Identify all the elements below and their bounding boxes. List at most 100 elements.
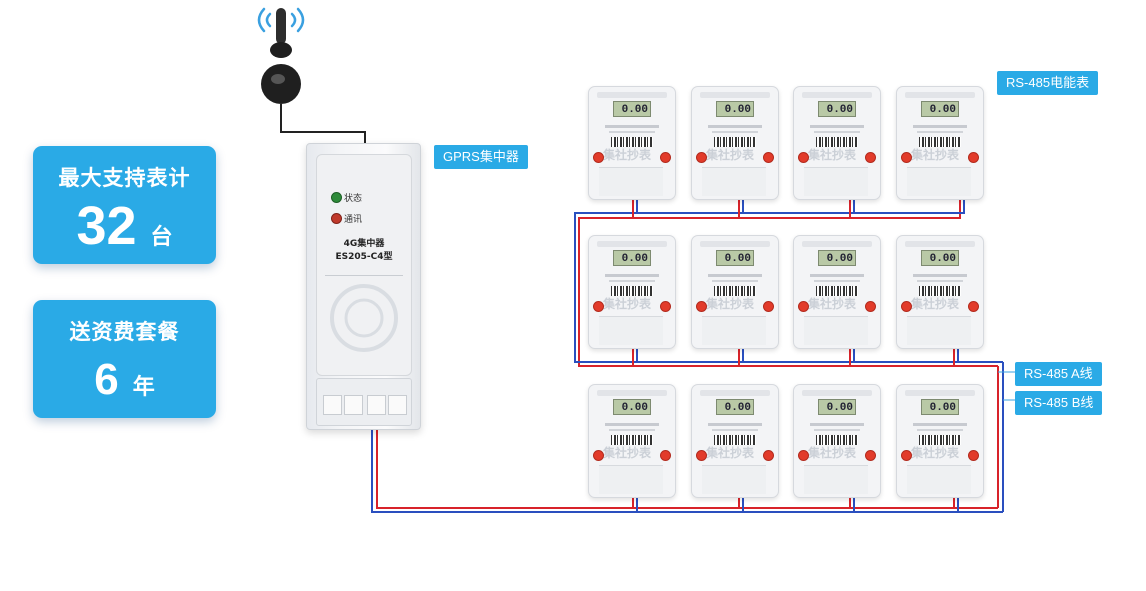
- signal-icon: [257, 7, 305, 33]
- stat-unit: 年: [132, 375, 155, 400]
- meter-info: [605, 423, 659, 426]
- barcode-icon: [919, 435, 961, 445]
- meter-display: 0.00: [818, 101, 856, 117]
- meter-info: [609, 280, 655, 282]
- meter-info: [605, 274, 659, 277]
- red-indicator-icon: [968, 152, 979, 163]
- meter-info: [917, 280, 963, 282]
- meter-info: [917, 429, 963, 431]
- meter-header: [700, 241, 770, 247]
- meter-base: [702, 316, 766, 345]
- red-indicator-icon: [968, 301, 979, 312]
- meter-watermark: 集社抄表: [911, 297, 960, 311]
- meter-display: 0.00: [716, 101, 754, 117]
- meter-display: 0.00: [716, 399, 754, 415]
- meter-info: [708, 423, 762, 426]
- meter-info: [810, 125, 864, 128]
- meter-header: [802, 390, 872, 396]
- concentrator-model: ES205-C4型: [335, 252, 393, 262]
- logo-icon: [330, 284, 398, 352]
- red-indicator-icon: [798, 301, 809, 312]
- electric-meter: 0.00 集社抄表: [793, 384, 881, 498]
- barcode-icon: [919, 286, 961, 296]
- stat-value-row: 32 台: [33, 196, 216, 269]
- barcode-icon: [714, 137, 756, 147]
- meter-base: [599, 316, 663, 345]
- meter-info: [913, 423, 967, 426]
- red-indicator-icon: [865, 152, 876, 163]
- red-indicator-icon: [696, 152, 707, 163]
- meter-display: 0.00: [818, 399, 856, 415]
- stat-unit: 台: [150, 225, 173, 250]
- red-indicator-icon: [660, 301, 671, 312]
- red-indicator-icon: [763, 450, 774, 461]
- barcode-icon: [714, 286, 756, 296]
- led-label-comm: 通讯: [344, 215, 363, 225]
- meter-watermark: 集社抄表: [603, 297, 652, 311]
- meter-header: [905, 92, 975, 98]
- meter-info: [913, 125, 967, 128]
- red-indicator-icon: [593, 301, 604, 312]
- meter-info: [814, 280, 860, 282]
- meter-watermark: 集社抄表: [603, 148, 652, 162]
- terminal: [388, 395, 407, 415]
- line-a-label: RS-485 A线: [1015, 362, 1102, 386]
- meter-watermark: 集社抄表: [808, 446, 857, 460]
- red-indicator-icon: [798, 152, 809, 163]
- stat-value: 6: [94, 355, 119, 404]
- meter-info: [712, 280, 758, 282]
- meter-info: [708, 125, 762, 128]
- meter-base: [702, 167, 766, 196]
- barcode-icon: [611, 435, 653, 445]
- barcode-icon: [816, 435, 858, 445]
- terminal: [367, 395, 386, 415]
- meter-base: [804, 316, 868, 345]
- barcode-icon: [816, 286, 858, 296]
- stat-value: 32: [76, 196, 137, 256]
- meter-info: [708, 274, 762, 277]
- led-label-status: 状态: [344, 194, 363, 204]
- meter-base: [702, 465, 766, 494]
- barcode-icon: [714, 435, 756, 445]
- meter-base: [907, 167, 971, 196]
- barcode-icon: [611, 137, 653, 147]
- meter-info: [913, 274, 967, 277]
- meter-info: [605, 125, 659, 128]
- red-indicator-icon: [696, 450, 707, 461]
- red-indicator-icon: [696, 301, 707, 312]
- red-indicator-icon: [901, 450, 912, 461]
- barcode-icon: [816, 137, 858, 147]
- meter-header: [802, 241, 872, 247]
- meter-base: [907, 316, 971, 345]
- meter-display: 0.00: [921, 399, 959, 415]
- meter-info: [814, 131, 860, 133]
- meter-base: [804, 465, 868, 494]
- meter-header: [597, 390, 667, 396]
- meter-watermark: 集社抄表: [911, 148, 960, 162]
- meter-info: [609, 429, 655, 431]
- meter-header: [597, 241, 667, 247]
- barcode-icon: [919, 137, 961, 147]
- meter-watermark: 集社抄表: [911, 446, 960, 460]
- meter-base: [599, 167, 663, 196]
- meter-header: [905, 390, 975, 396]
- meter-info: [712, 429, 758, 431]
- meter-info: [917, 131, 963, 133]
- red-indicator-icon: [763, 152, 774, 163]
- meter-header: [597, 92, 667, 98]
- meter-display: 0.00: [613, 250, 651, 266]
- gprs-concentrator: 状态 通讯 4G集中器 ES205-C4型: [306, 143, 421, 430]
- red-indicator-icon: [865, 450, 876, 461]
- line-b-label: RS-485 B线: [1015, 391, 1103, 415]
- red-indicator-icon: [798, 450, 809, 461]
- status-led-icon: [331, 192, 342, 203]
- meter-info: [712, 131, 758, 133]
